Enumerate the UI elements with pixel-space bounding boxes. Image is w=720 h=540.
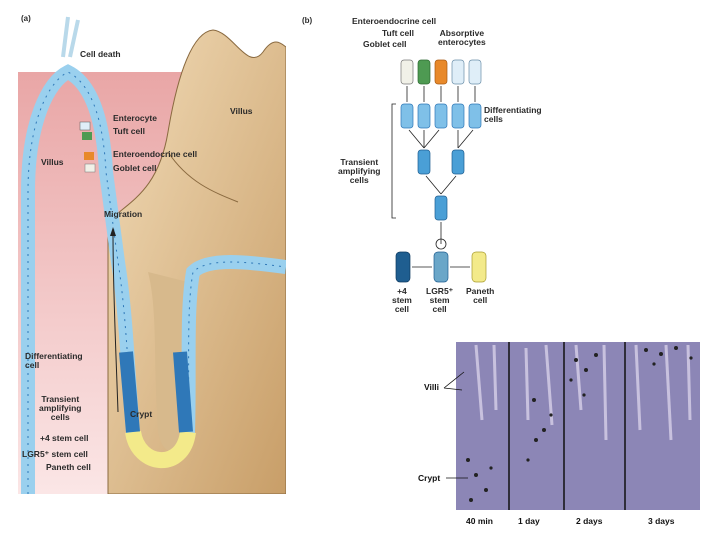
panel-a-tag: (a) <box>21 14 31 23</box>
label-b-paneth-cell: Paneth cell <box>466 286 495 305</box>
label-b-enteroendocrine-cell: Enteroendocrine cell <box>352 16 437 26</box>
label-b-plus4-stem-cell: +4 stem cell <box>392 286 412 314</box>
lineage-tree-illustration <box>391 59 487 283</box>
panel-b-tag: (b) <box>302 16 313 25</box>
label-b-transient-amplifying: Transient amplifying cells <box>338 157 381 185</box>
label-b-lgr5-stem-cell: LGR5⁺ stem cell <box>426 286 454 314</box>
label-b-absorptive-enterocytes: Absorptive enterocytes <box>438 28 486 47</box>
micrograph-label-crypt: Crypt <box>418 473 441 483</box>
label-enterocyte: Enterocyte <box>113 113 157 123</box>
label-paneth-cell: Paneth cell <box>46 462 91 472</box>
label-b-tuft-cell: Tuft cell <box>382 28 414 38</box>
label-tuft-cell: Tuft cell <box>113 126 145 136</box>
label-migration: Migration <box>104 209 143 219</box>
label-goblet-cell: Goblet cell <box>113 163 157 173</box>
panel-a: (a) Cell death Villus Enterocyte Tuft ce… <box>18 12 286 494</box>
micrograph-label-villi: Villi <box>424 382 439 392</box>
label-plus4-stem-cell: +4 stem cell <box>40 433 89 443</box>
label-enteroendocrine-cell: Enteroendocrine cell <box>113 149 198 159</box>
intestinal-epithelium-illustration <box>18 16 286 494</box>
panel-b: (b) Enteroendocrine cell Tuft cell Goble… <box>300 12 558 332</box>
label-lgr5-stem-cell: LGR5⁺ stem cell <box>22 449 88 459</box>
label-b-differentiating-cells: Differentiating cells <box>484 105 542 124</box>
label-b-goblet-cell: Goblet cell <box>363 39 407 49</box>
label-cell-death: Cell death <box>80 49 121 59</box>
label-villus-left: Villus <box>41 157 64 167</box>
micrograph-panel: Villi Crypt 40 min 1 day 2 days 3 days <box>416 340 700 530</box>
label-villus-right: Villus <box>230 106 253 116</box>
label-crypt: Crypt <box>130 409 153 419</box>
label-transient-amplifying: Transient amplifying cells <box>39 394 82 422</box>
time-label-3days: 3 days <box>648 516 675 526</box>
label-differentiating-cell: Differentiating cell <box>25 351 83 370</box>
time-label-1day: 1 day <box>518 516 540 526</box>
histology-micrograph <box>416 342 700 530</box>
time-label-40min: 40 min <box>466 516 493 526</box>
time-label-2days: 2 days <box>576 516 603 526</box>
